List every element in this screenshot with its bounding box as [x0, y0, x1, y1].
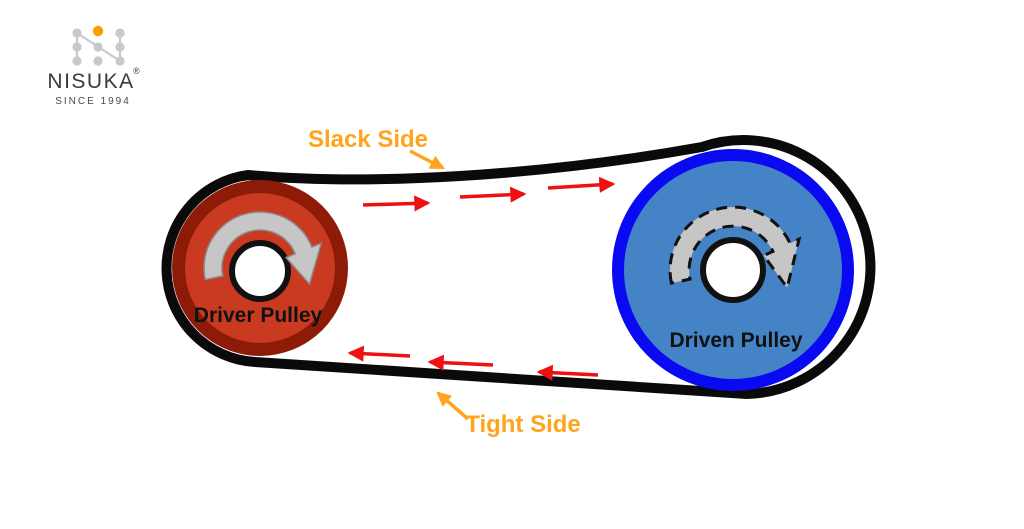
driver-pulley-label: Driver Pulley: [194, 304, 323, 327]
logo-dot: [115, 42, 125, 52]
belt: [161, 135, 876, 399]
logo-dot: [72, 28, 82, 38]
driver-pulley: Driver Pulley: [172, 180, 348, 356]
tight-flow-arrow: [347, 345, 411, 362]
logo-accent-dot: [92, 25, 104, 37]
logo-dot: [115, 28, 125, 38]
driver-pulley-shaft-hole: [229, 240, 291, 302]
logo-dot: [72, 42, 82, 52]
driven-pulley-label: Driven Pulley: [669, 329, 802, 352]
driver-rotation-arrow: [203, 211, 323, 286]
tight-flow-arrow: [427, 354, 494, 371]
tight-side-pointer-arrow: [436, 391, 470, 421]
driven-rotation-arrow-dashed: [668, 205, 802, 292]
brand-name: NISUKA: [47, 70, 134, 93]
annotations: Slack Side Tight Side: [308, 126, 581, 438]
tight-flow-arrow: [536, 364, 599, 381]
belt-direction-arrows: [347, 176, 616, 381]
driven-pulley: Driven Pulley: [612, 149, 854, 391]
slack-flow-arrow: [362, 195, 431, 212]
driven-pulley-shaft-hole: [700, 237, 766, 303]
tight-side-label: Tight Side: [465, 411, 581, 438]
logo-dots: [72, 28, 125, 66]
slack-side-label: Slack Side: [308, 126, 428, 153]
logo-dot: [115, 56, 125, 66]
brand-logo: NISUKA ® SINCE 1994: [47, 25, 140, 107]
logo-dot: [93, 42, 103, 52]
logo-dot: [72, 56, 82, 66]
brand-tagline: SINCE 1994: [55, 96, 131, 107]
slack-flow-arrow: [547, 176, 616, 193]
logo-dot: [93, 56, 103, 66]
slack-flow-arrow: [459, 186, 527, 203]
registered-trademark-symbol: ®: [133, 66, 140, 76]
slack-side-pointer-arrow: [409, 149, 445, 170]
